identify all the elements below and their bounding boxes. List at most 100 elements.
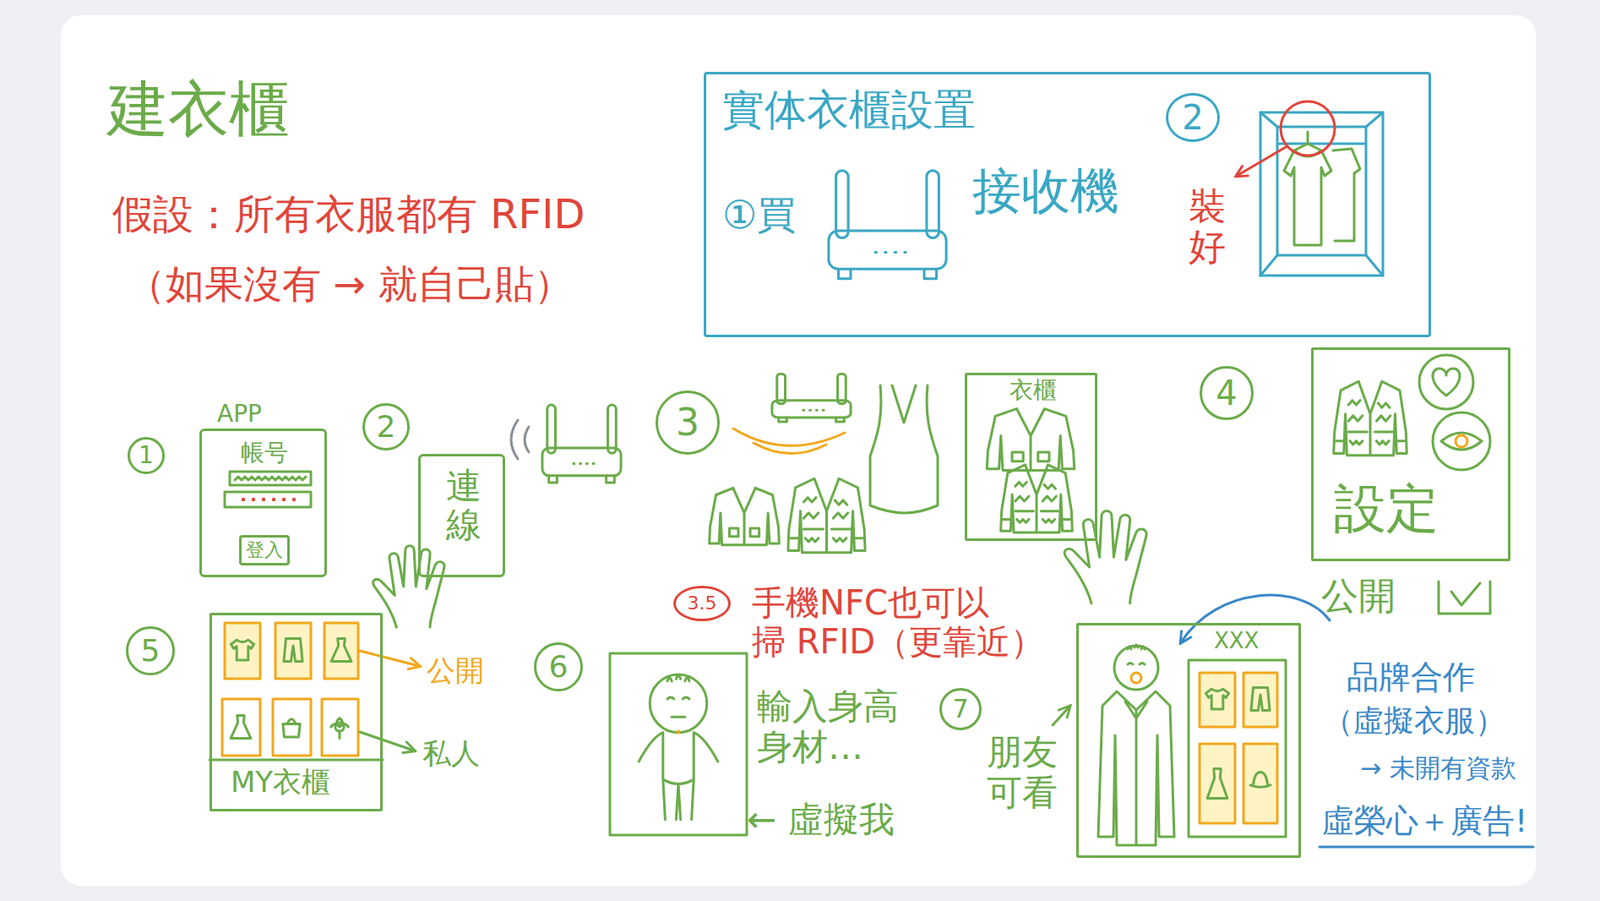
text-slot: 實体衣櫃設置	[722, 86, 976, 136]
avatar-panel	[609, 653, 747, 835]
step-circle: 5	[125, 625, 175, 675]
text-slot: MY衣櫃	[230, 765, 331, 799]
highlight-circle	[1280, 101, 1335, 156]
text-line: 朋友	[986, 731, 1058, 773]
node-text: 設定	[1333, 478, 1439, 539]
brand-note: 品牌合作	[1346, 658, 1475, 697]
text-slot: APP	[217, 400, 262, 428]
profile-cells	[1243, 743, 1278, 823]
closet-icons	[282, 718, 300, 737]
closet-cells	[324, 622, 359, 679]
assumption-note: （如果沒有 → 就自己貼）	[126, 261, 573, 307]
private-label: 私人	[422, 736, 480, 770]
phone-screen: APP帳号登入	[199, 428, 327, 577]
closet-icons	[283, 637, 303, 661]
node-text: 登入	[245, 538, 283, 561]
password-dots	[251, 497, 256, 501]
settings-card: 設定	[1311, 347, 1511, 561]
hanging-clothes	[1284, 131, 1361, 245]
hanging-clothes	[1294, 131, 1322, 151]
friends-arrow	[1052, 706, 1070, 725]
highlight-circle	[1236, 101, 1335, 176]
text-slot: （虛擬衣服）	[1322, 702, 1506, 738]
settings-icons	[1333, 380, 1407, 455]
text-line: 掃 RFID（更靠近）	[751, 621, 1045, 661]
text-slot: 接收機	[972, 163, 1120, 220]
setup-panel: 實体衣櫃設置①買接收機裝好2	[703, 71, 1432, 338]
profile-card: XXX	[1076, 622, 1301, 858]
node-text: 5	[141, 632, 161, 668]
closet-icons	[230, 714, 251, 738]
text-slot: 私人	[422, 736, 480, 770]
profile-cells	[1199, 672, 1236, 727]
wardrobe-drawing	[1260, 112, 1383, 276]
text-slot: 設定	[1333, 478, 1439, 539]
node-text: 7	[952, 694, 969, 724]
text-slot: 衣櫃	[1009, 376, 1057, 404]
password-dots	[282, 497, 286, 501]
tapping-hand	[373, 545, 445, 627]
password-dots	[272, 497, 276, 501]
step-circle: 2	[362, 402, 410, 451]
waving-hand	[1064, 510, 1147, 603]
profile-cells	[1199, 672, 1278, 823]
closet-cells	[272, 698, 311, 756]
text-slot: 假設：所有衣服都有 RFID	[112, 190, 585, 238]
profile-icons	[1205, 686, 1271, 798]
text-slot: 建衣櫃	[107, 74, 290, 145]
node-text: 6	[549, 648, 569, 684]
text-slot: 品牌合作	[1346, 658, 1475, 697]
text-slot: 手機NFC也可以 掃 RFID（更靠近）	[751, 582, 1045, 661]
login-fields	[234, 476, 306, 480]
profile-avatar	[1098, 691, 1175, 845]
avatar-panel	[677, 730, 680, 733]
rfid-waves	[733, 428, 845, 454]
receiver-drawing	[828, 170, 947, 279]
wardrobe-clothes	[986, 408, 1074, 534]
profile-avatar	[1131, 672, 1142, 683]
text-slot: 公開	[426, 653, 485, 687]
step-circle: 6	[533, 642, 583, 692]
profile-closet	[1188, 659, 1286, 837]
text-slot: 連線	[446, 466, 482, 545]
closet-icons	[331, 637, 352, 661]
wardrobe-clothes	[1001, 464, 1073, 533]
node-text: ①買	[722, 192, 796, 238]
settings-icons	[1455, 435, 1468, 447]
text-line: 身材…	[756, 726, 899, 768]
step-circle: 7	[939, 687, 982, 730]
node-text: 4	[1215, 373, 1237, 413]
tablet-screen: 連線	[418, 453, 506, 577]
public-arrow	[359, 650, 420, 666]
wardrobe-box: 衣櫃	[964, 372, 1098, 541]
clothes-drawing	[709, 487, 780, 545]
node-text: MY衣櫃	[230, 765, 331, 799]
page-title: 建衣櫃	[107, 74, 290, 145]
text-slot: 虛榮心＋廣告!	[1322, 802, 1528, 840]
hanging-clothes	[1333, 148, 1361, 241]
assumption-note: 假設：所有衣服都有 RFID	[112, 190, 585, 238]
clothes-drawing	[870, 385, 938, 513]
wardrobe-clothes	[986, 408, 1074, 471]
router-drawing	[542, 404, 621, 483]
private-arrow	[359, 731, 414, 751]
login-fields	[229, 471, 311, 485]
brand-note: （虛擬衣服）	[1322, 702, 1506, 738]
step-circle: 3.5	[673, 585, 731, 621]
settings-icons	[1432, 368, 1460, 396]
profile-avatar	[1127, 644, 1145, 664]
brand-arrow	[1319, 845, 1534, 849]
scanning-router	[772, 373, 851, 422]
node-text: 2	[376, 408, 397, 444]
setting-label: 公開	[1321, 574, 1396, 618]
text-slot: 裝好	[1188, 185, 1226, 268]
settings-icons	[1432, 412, 1491, 470]
login-button: 登入	[239, 534, 290, 566]
node-text: 實体衣櫃設置	[722, 86, 976, 136]
text-slot: XXX	[1213, 628, 1259, 654]
public-label: 公開	[426, 653, 485, 687]
closet-screen: MY衣櫃	[209, 612, 383, 811]
profile-icons	[1207, 767, 1228, 798]
text-line: 輸入身高	[756, 685, 899, 727]
